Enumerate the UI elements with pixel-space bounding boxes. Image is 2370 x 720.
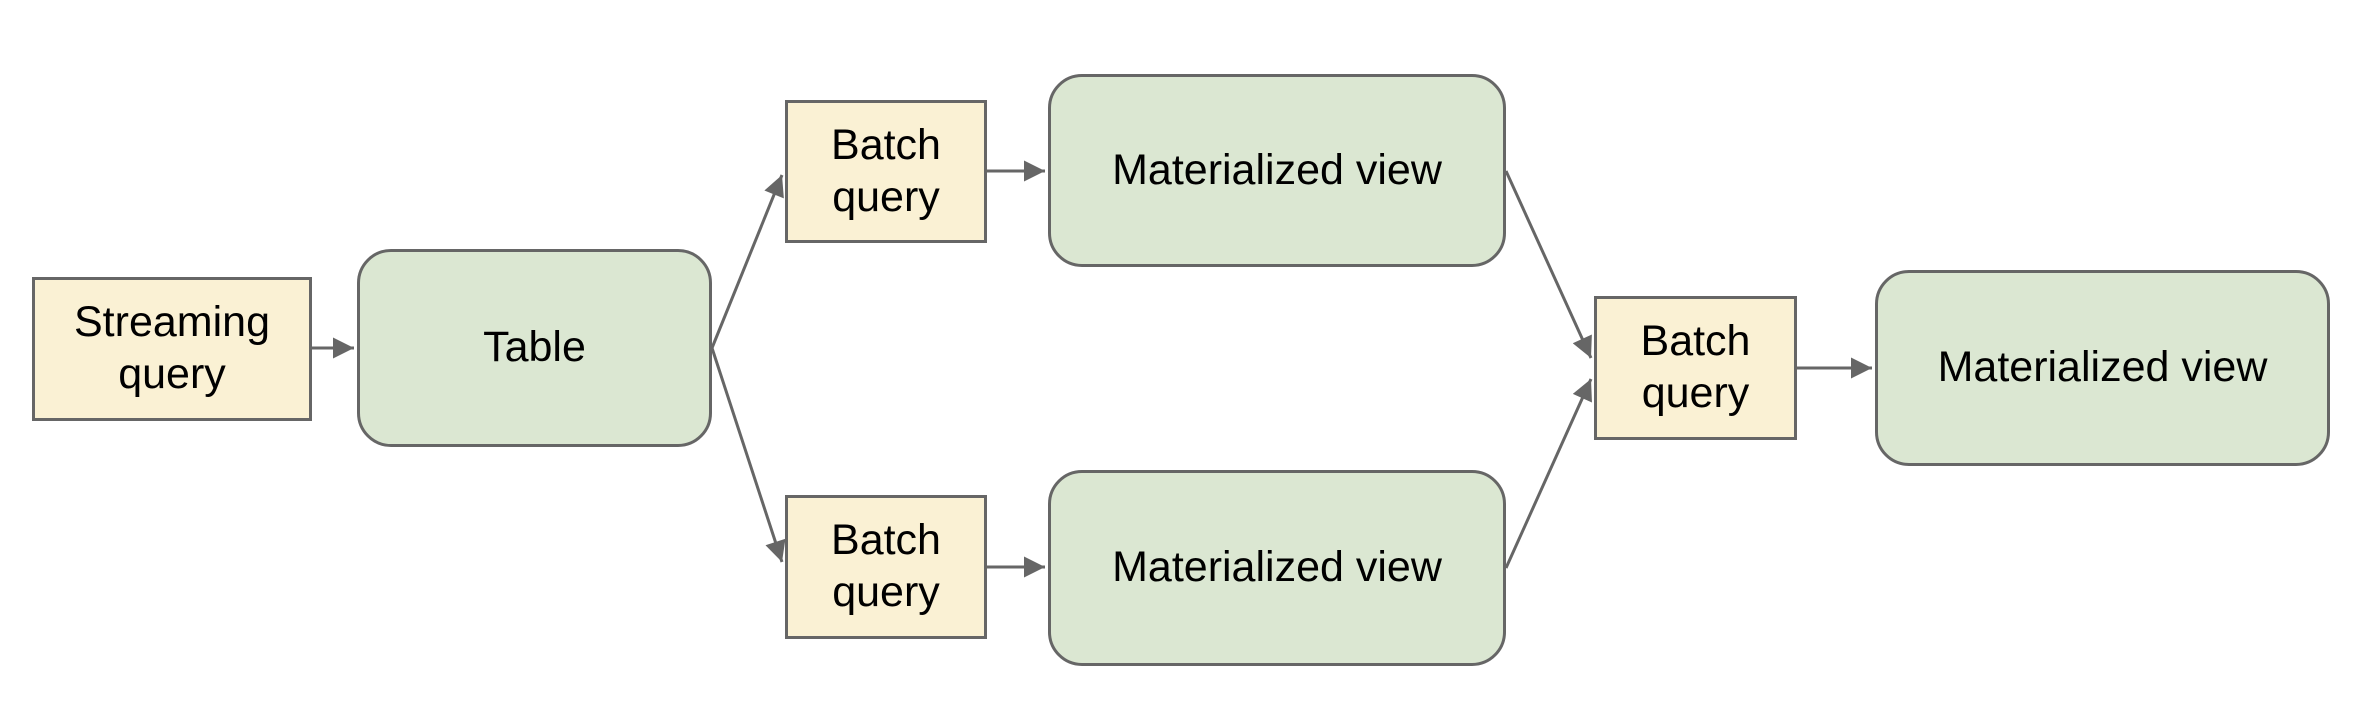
- node-batch-query-merge: Batch query: [1594, 296, 1797, 440]
- node-materialized-view-bottom-label: Materialized view: [1112, 543, 1442, 592]
- node-table: Table: [357, 249, 712, 447]
- node-streaming-query-label: Streaming query: [74, 298, 270, 398]
- node-batch-query-top: Batch query: [785, 100, 987, 243]
- edge-table-to-batch-bottom: [710, 347, 786, 563]
- node-materialized-view-final: Materialized view: [1875, 270, 2330, 466]
- node-batch-query-bottom: Batch query: [785, 495, 987, 639]
- node-streaming-query: Streaming query: [32, 277, 312, 421]
- edge-mv-top-to-batch-merge: [1504, 170, 1593, 359]
- node-batch-query-merge-label: Batch query: [1640, 317, 1751, 417]
- node-batch-query-top-label: Batch query: [831, 120, 941, 221]
- edge-table-to-batch-top: [710, 174, 784, 349]
- node-batch-query-bottom-label: Batch query: [831, 516, 941, 616]
- node-table-label: Table: [483, 323, 586, 372]
- node-materialized-view-top: Materialized view: [1048, 74, 1506, 267]
- edge-mv-bottom-to-batch-merge: [1504, 378, 1593, 569]
- node-materialized-view-final-label: Materialized view: [1937, 343, 2268, 392]
- node-materialized-view-bottom: Materialized view: [1048, 470, 1506, 666]
- node-materialized-view-top-label: Materialized view: [1112, 145, 1442, 194]
